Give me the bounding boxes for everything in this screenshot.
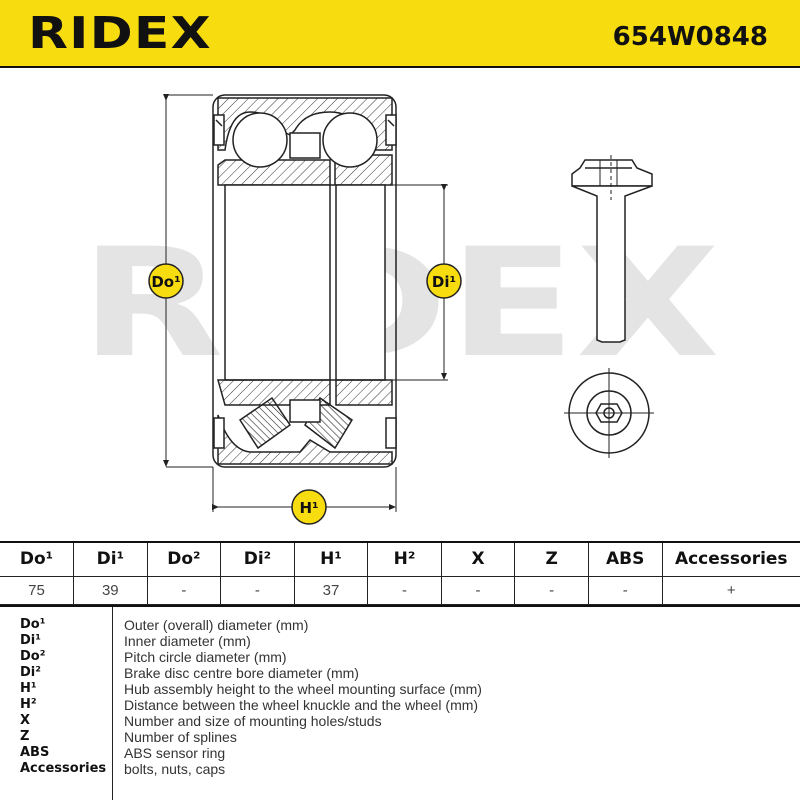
specs-header-cell: X: [440, 541, 516, 577]
specs-header-row: Do¹ Di¹ Do² Di² H¹ H² X Z ABS Accessorie…: [0, 541, 800, 577]
specs-header-cell: Di¹: [73, 541, 148, 577]
specs-value-row: 75 39 - - 37 - - - - +: [0, 575, 800, 605]
specs-header-cell: H¹: [293, 541, 369, 577]
part-number: 654W0848: [612, 22, 768, 52]
legend-code: Di²: [20, 665, 41, 680]
technical-drawing: RIDEX: [80, 94, 720, 525]
specs-header-cell: Do²: [146, 541, 222, 577]
bolt-top-view: [564, 368, 654, 458]
legend-code: Do¹: [20, 617, 46, 632]
legend-code: ABS: [20, 745, 50, 760]
legend-row: Accessories bolts, nuts, caps: [0, 761, 800, 777]
legend-divider: [112, 607, 113, 800]
legend-desc: ABS sensor ring: [124, 745, 226, 761]
legend-desc: Outer (overall) diameter (mm): [124, 617, 309, 633]
legend-row: Di¹ Inner diameter (mm): [0, 633, 800, 649]
legend-code: Accessories: [20, 761, 107, 776]
legend-row: X Number and size of mounting holes/stud…: [0, 713, 800, 729]
legend-code: H²: [20, 697, 37, 712]
legend-code: X: [20, 713, 31, 728]
legend-desc: Brake disc centre bore diameter (mm): [124, 665, 359, 681]
specs-header-cell: Accessories: [661, 541, 800, 577]
legend-desc: Distance between the wheel knuckle and t…: [124, 697, 479, 713]
legend-row: Do¹ Outer (overall) diameter (mm): [0, 617, 800, 633]
specs-value-cell: -: [146, 575, 222, 605]
legend-desc: Hub assembly height to the wheel mountin…: [124, 681, 482, 697]
legend-row: Z Number of splines: [0, 729, 800, 745]
legend-code: H¹: [20, 681, 37, 696]
specs-value-cell: -: [440, 575, 516, 605]
label-di1: Di¹: [432, 273, 456, 291]
legend-row: ABS ABS sensor ring: [0, 745, 800, 761]
specs-value-cell: 75: [0, 575, 75, 605]
specs-table: Do¹ Di¹ Do² Di² H¹ H² X Z ABS Accessorie…: [0, 541, 800, 605]
specs-header-cell: Di²: [220, 541, 295, 577]
legend-desc: Number and size of mounting holes/studs: [124, 713, 382, 729]
specs-header-cell: H²: [367, 541, 442, 577]
header-bar: RIDEX 654W0848: [0, 0, 800, 68]
legend-row: H¹ Hub assembly height to the wheel moun…: [0, 681, 800, 697]
specs-value-cell: -: [220, 575, 295, 605]
legend-code: Do²: [20, 649, 46, 664]
specs-value-cell: +: [661, 575, 800, 605]
bearing-section: [212, 94, 397, 468]
specs-value-cell: 37: [293, 575, 369, 605]
label-h1: H¹: [299, 499, 318, 517]
legend-desc: Number of splines: [124, 729, 237, 745]
legend-desc: Pitch circle diameter (mm): [124, 649, 287, 665]
specs-value-cell: -: [367, 575, 442, 605]
legend-code: Di¹: [20, 633, 41, 648]
legend-row: H² Distance between the wheel knuckle an…: [0, 697, 800, 713]
bolt-side-view: [571, 155, 653, 343]
specs-value-cell: 39: [73, 575, 148, 605]
legend-panel: Do¹ Outer (overall) diameter (mm) Di¹ In…: [0, 605, 800, 800]
specs-header-cell: Do¹: [0, 541, 75, 577]
label-badge-h1: [291, 489, 327, 525]
legend-row: Do² Pitch circle diameter (mm): [0, 649, 800, 665]
legend-desc: bolts, nuts, caps: [124, 761, 226, 777]
specs-value-cell: -: [587, 575, 663, 605]
legend-desc: Inner diameter (mm): [124, 633, 251, 649]
legend-row: Di² Brake disc centre bore diameter (mm): [0, 665, 800, 681]
label-badge-do1: [148, 263, 184, 299]
label-do1: Do¹: [151, 273, 180, 291]
specs-value-cell: -: [514, 575, 589, 605]
specs-header-cell: Z: [514, 541, 589, 577]
brand-logo: RIDEX: [28, 8, 212, 59]
specs-header-cell: ABS: [587, 541, 663, 577]
legend-code: Z: [20, 729, 30, 744]
label-badge-di1: [426, 263, 462, 299]
